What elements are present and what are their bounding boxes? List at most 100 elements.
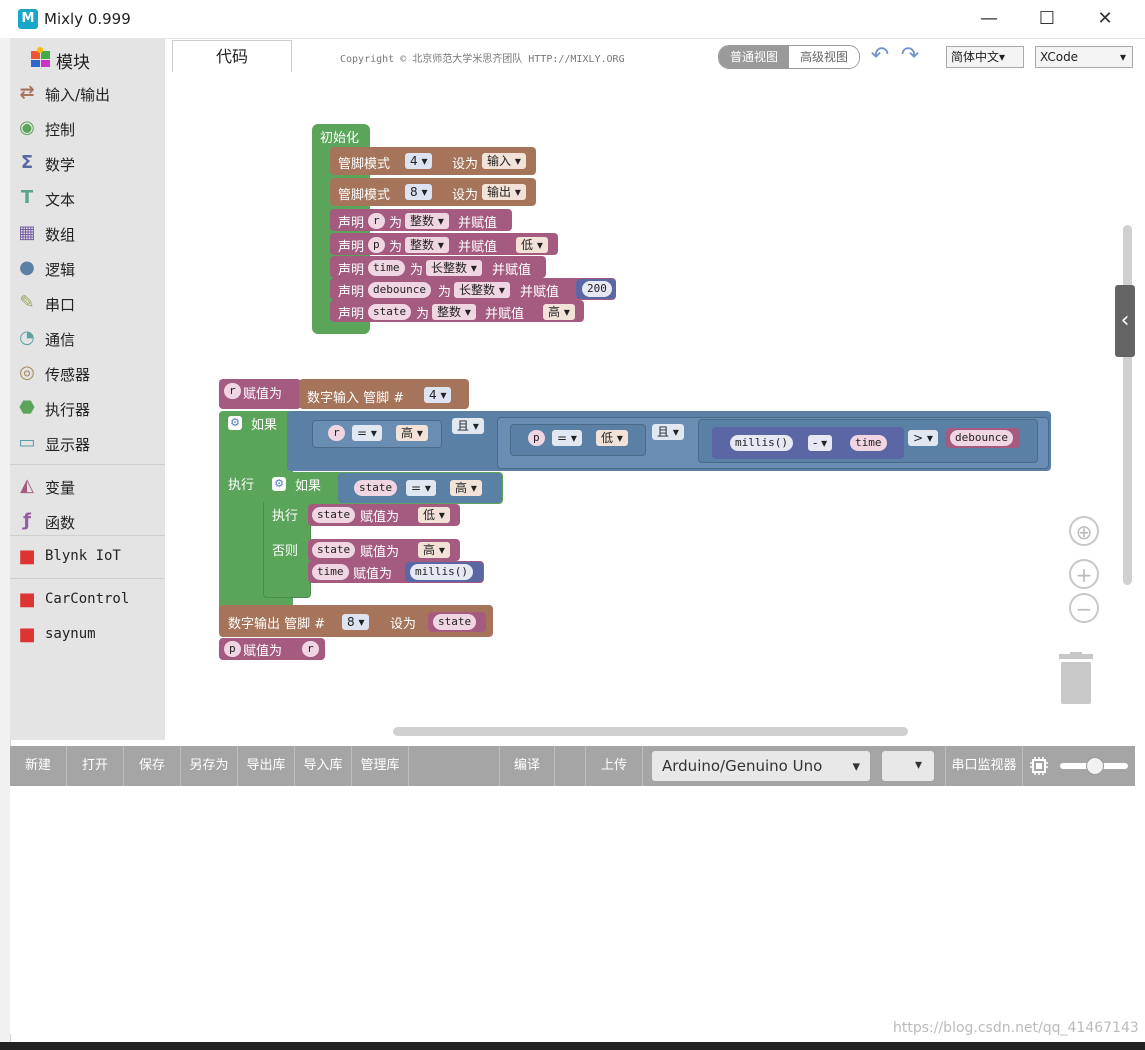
type-dropdown[interactable]: 整数 ▾ <box>405 213 449 229</box>
var-field[interactable]: debounce <box>950 430 1013 446</box>
operator-dropdown[interactable]: = ▾ <box>406 480 436 496</box>
zoom-out-icon[interactable]: − <box>1069 593 1099 623</box>
close-button[interactable]: ✕ <box>1097 8 1113 29</box>
and-dropdown[interactable]: 且 ▾ <box>652 424 684 440</box>
var-field[interactable]: time <box>368 260 405 276</box>
var-field[interactable]: r <box>224 383 241 399</box>
save-button[interactable]: 保存 <box>124 746 181 786</box>
language-select[interactable]: 简体中文▾ <box>946 46 1024 68</box>
sidebar-item[interactable]: ◎传感器 <box>10 356 165 390</box>
var-field[interactable]: state <box>433 614 477 630</box>
var-field[interactable]: state <box>312 542 356 558</box>
new-button[interactable]: 新建 <box>10 746 67 786</box>
var-field[interactable]: r <box>302 641 319 657</box>
sidebar-item[interactable]: ●逻辑 <box>10 251 165 285</box>
type-dropdown[interactable]: 整数 ▾ <box>432 304 476 320</box>
pin-dropdown[interactable]: 4 ▾ <box>424 387 452 403</box>
mode-dropdown[interactable]: 输入 ▾ <box>482 153 526 169</box>
high-dropdown[interactable]: 高 ▾ <box>450 480 482 496</box>
sidebar-item[interactable]: ⬣执行器 <box>10 391 165 425</box>
millis-field[interactable]: millis() <box>410 564 473 580</box>
workspace-vertical-scrollbar[interactable] <box>1123 225 1132 585</box>
operator-dropdown[interactable]: - ▾ <box>808 435 833 451</box>
var-field[interactable]: state <box>354 480 398 496</box>
workspace-horizontal-scrollbar[interactable] <box>393 727 908 736</box>
pin-dropdown[interactable]: 8 ▾ <box>342 614 370 630</box>
sidebar-item[interactable]: ◭变量 <box>10 469 165 503</box>
number-field[interactable]: 200 <box>582 281 612 297</box>
sidebar-item[interactable]: ▦数组 <box>10 216 165 250</box>
sidebar-item[interactable]: ■CarControl <box>10 583 165 617</box>
operator-dropdown[interactable]: = ▾ <box>552 430 582 446</box>
var-field[interactable]: p <box>368 237 385 253</box>
sidebar-item[interactable]: ▭显示器 <box>10 426 165 460</box>
undo-icon[interactable]: ↶ <box>870 43 890 68</box>
redo-icon[interactable]: ↷ <box>900 43 920 68</box>
var-field[interactable]: r <box>328 425 345 441</box>
sidebar-item-label: CarControl <box>45 591 130 607</box>
millis-field[interactable]: millis() <box>730 435 793 451</box>
serial-monitor-button[interactable]: 串口监视器 <box>945 746 1023 786</box>
high-dropdown[interactable]: 高 ▾ <box>418 542 450 558</box>
var-field[interactable]: time <box>312 564 349 580</box>
sidebar-item[interactable]: ■saynum <box>10 618 165 652</box>
var-field[interactable]: p <box>224 641 241 657</box>
sidebar-item[interactable]: ◔通信 <box>10 321 165 355</box>
mode-dropdown[interactable]: 输出 ▾ <box>482 184 526 200</box>
sidebar-item[interactable]: ⇄输入/输出 <box>10 76 165 110</box>
high-dropdown[interactable]: 高 ▾ <box>396 425 428 441</box>
view-advanced-button[interactable]: 高级视图 <box>789 46 859 68</box>
low-dropdown[interactable]: 低 ▾ <box>596 430 628 446</box>
type-dropdown[interactable]: 长整数 ▾ <box>454 282 510 298</box>
open-button[interactable]: 打开 <box>67 746 124 786</box>
view-normal-button[interactable]: 普通视图 <box>719 46 789 68</box>
zoom-slider-handle[interactable] <box>1086 757 1104 775</box>
type-dropdown[interactable]: 整数 ▾ <box>405 237 449 253</box>
gear-icon[interactable]: ⚙ <box>228 416 242 430</box>
compile-button[interactable]: 编译 <box>500 746 555 786</box>
minimize-button[interactable]: — <box>980 8 998 29</box>
theme-select[interactable]: XCode ▾ <box>1035 46 1133 68</box>
sidebar-item[interactable]: ■Blynk IoT <box>10 540 165 574</box>
as-label: 为 <box>438 285 452 300</box>
trash-icon[interactable] <box>1057 652 1095 704</box>
center-workspace-icon[interactable]: ⊕ <box>1069 516 1099 546</box>
var-field[interactable]: debounce <box>368 282 431 298</box>
high-dropdown[interactable]: 高 ▾ <box>543 304 575 320</box>
maximize-button[interactable]: ☐ <box>1038 8 1056 29</box>
export-lib-button[interactable]: 导出库 <box>238 746 295 786</box>
low-dropdown[interactable]: 低 ▾ <box>418 507 450 523</box>
pin-dropdown[interactable]: 4 ▾ <box>405 153 433 169</box>
output-console[interactable] <box>10 786 1135 1034</box>
board-select[interactable]: Arduino/Genuino Uno ▾ <box>652 751 870 781</box>
and-dropdown[interactable]: 且 ▾ <box>452 418 484 434</box>
assign-block[interactable] <box>219 638 325 660</box>
operator-dropdown[interactable]: > ▾ <box>908 430 938 446</box>
var-field[interactable]: r <box>368 213 385 229</box>
tab-code[interactable]: 代码 <box>172 40 292 73</box>
operator-dropdown[interactable]: = ▾ <box>352 425 382 441</box>
var-field[interactable]: p <box>528 430 545 446</box>
sidebar-item-label: 输入/输出 <box>45 86 111 104</box>
save-as-button[interactable]: 另存为 <box>181 746 238 786</box>
manage-lib-button[interactable]: 管理库 <box>352 746 409 786</box>
pin-dropdown[interactable]: 8 ▾ <box>405 184 433 200</box>
port-select[interactable]: ▾ <box>882 751 934 781</box>
sidebar-item-label: 函数 <box>45 514 76 532</box>
var-field[interactable]: time <box>850 435 887 451</box>
type-dropdown[interactable]: 长整数 ▾ <box>426 260 482 276</box>
low-dropdown[interactable]: 低 ▾ <box>516 237 548 253</box>
var-field[interactable]: state <box>368 304 412 320</box>
chip-icon[interactable] <box>1028 756 1050 776</box>
sidebar-item[interactable]: ◉控制 <box>10 111 165 145</box>
import-lib-button[interactable]: 导入库 <box>295 746 352 786</box>
zoom-in-icon[interactable]: + <box>1069 559 1099 589</box>
var-field[interactable]: state <box>312 507 356 523</box>
upload-button[interactable]: 上传 <box>586 746 643 786</box>
side-panel-toggle[interactable]: ‹ <box>1115 285 1135 357</box>
gear-icon[interactable]: ⚙ <box>272 477 286 491</box>
sidebar-item[interactable]: ✎串口 <box>10 286 165 320</box>
